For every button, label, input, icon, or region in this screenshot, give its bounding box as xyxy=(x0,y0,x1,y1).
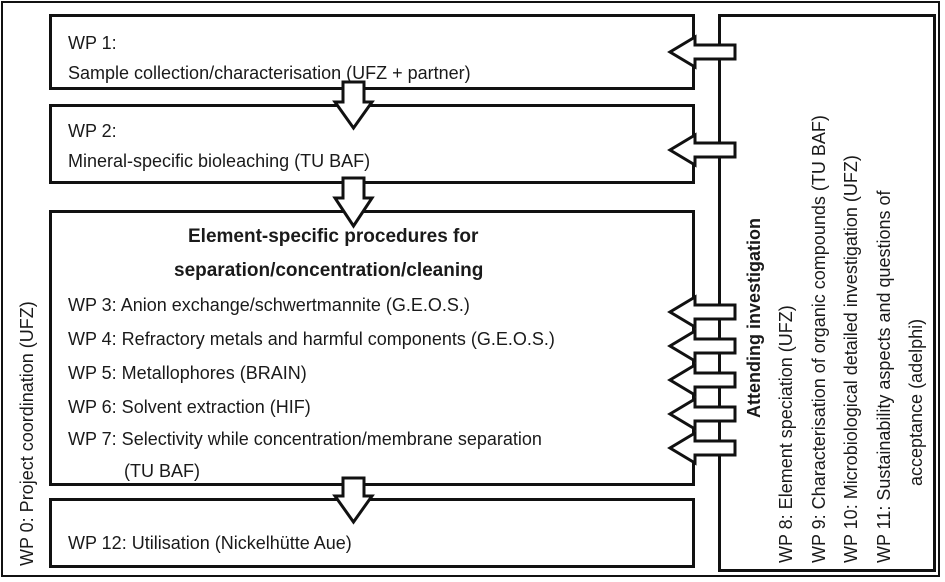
element-procedures-box xyxy=(49,210,695,486)
arrow-left-wp6 xyxy=(667,396,737,432)
wp1-title: WP 1: xyxy=(68,33,117,53)
element-heading-line2: separation/concentration/cleaning xyxy=(174,260,484,281)
wp7-item-cont: (TU BAF) xyxy=(124,461,200,481)
arrow-left-wp3 xyxy=(667,294,737,330)
arrow-left-wp2 xyxy=(667,132,737,168)
wp1-box xyxy=(49,14,695,90)
wp7-item: WP 7: Selectivity while concentration/me… xyxy=(68,429,542,449)
attending-box xyxy=(718,14,936,572)
arrow-down-wp1-wp2 xyxy=(332,80,375,131)
wp3-item: WP 3: Anion exchange/schwertmannite (G.E… xyxy=(68,295,470,315)
wp4-item: WP 4: Refractory metals and harmful comp… xyxy=(68,329,555,349)
arrow-left-wp4 xyxy=(667,328,737,364)
arrow-left-wp7 xyxy=(667,430,737,466)
element-heading-line1: Element-specific procedures for xyxy=(188,226,479,247)
wp5-item: WP 5: Metallophores (BRAIN) xyxy=(68,363,307,383)
arrow-down-wp2-element xyxy=(332,176,375,229)
wp6-item: WP 6: Solvent extraction (HIF) xyxy=(68,397,311,417)
wp1-desc: Sample collection/characterisation (UFZ … xyxy=(68,63,471,83)
wp2-desc: Mineral-specific bioleaching (TU BAF) xyxy=(68,151,371,171)
wp2-title: WP 2: xyxy=(68,121,117,141)
arrow-down-element-wp12 xyxy=(332,476,375,525)
arrow-left-wp1 xyxy=(667,34,737,70)
wp12-box xyxy=(49,498,695,568)
wp12-label: WP 12: Utilisation (Nickelhütte Aue) xyxy=(68,533,352,553)
arrow-left-wp5 xyxy=(667,362,737,398)
